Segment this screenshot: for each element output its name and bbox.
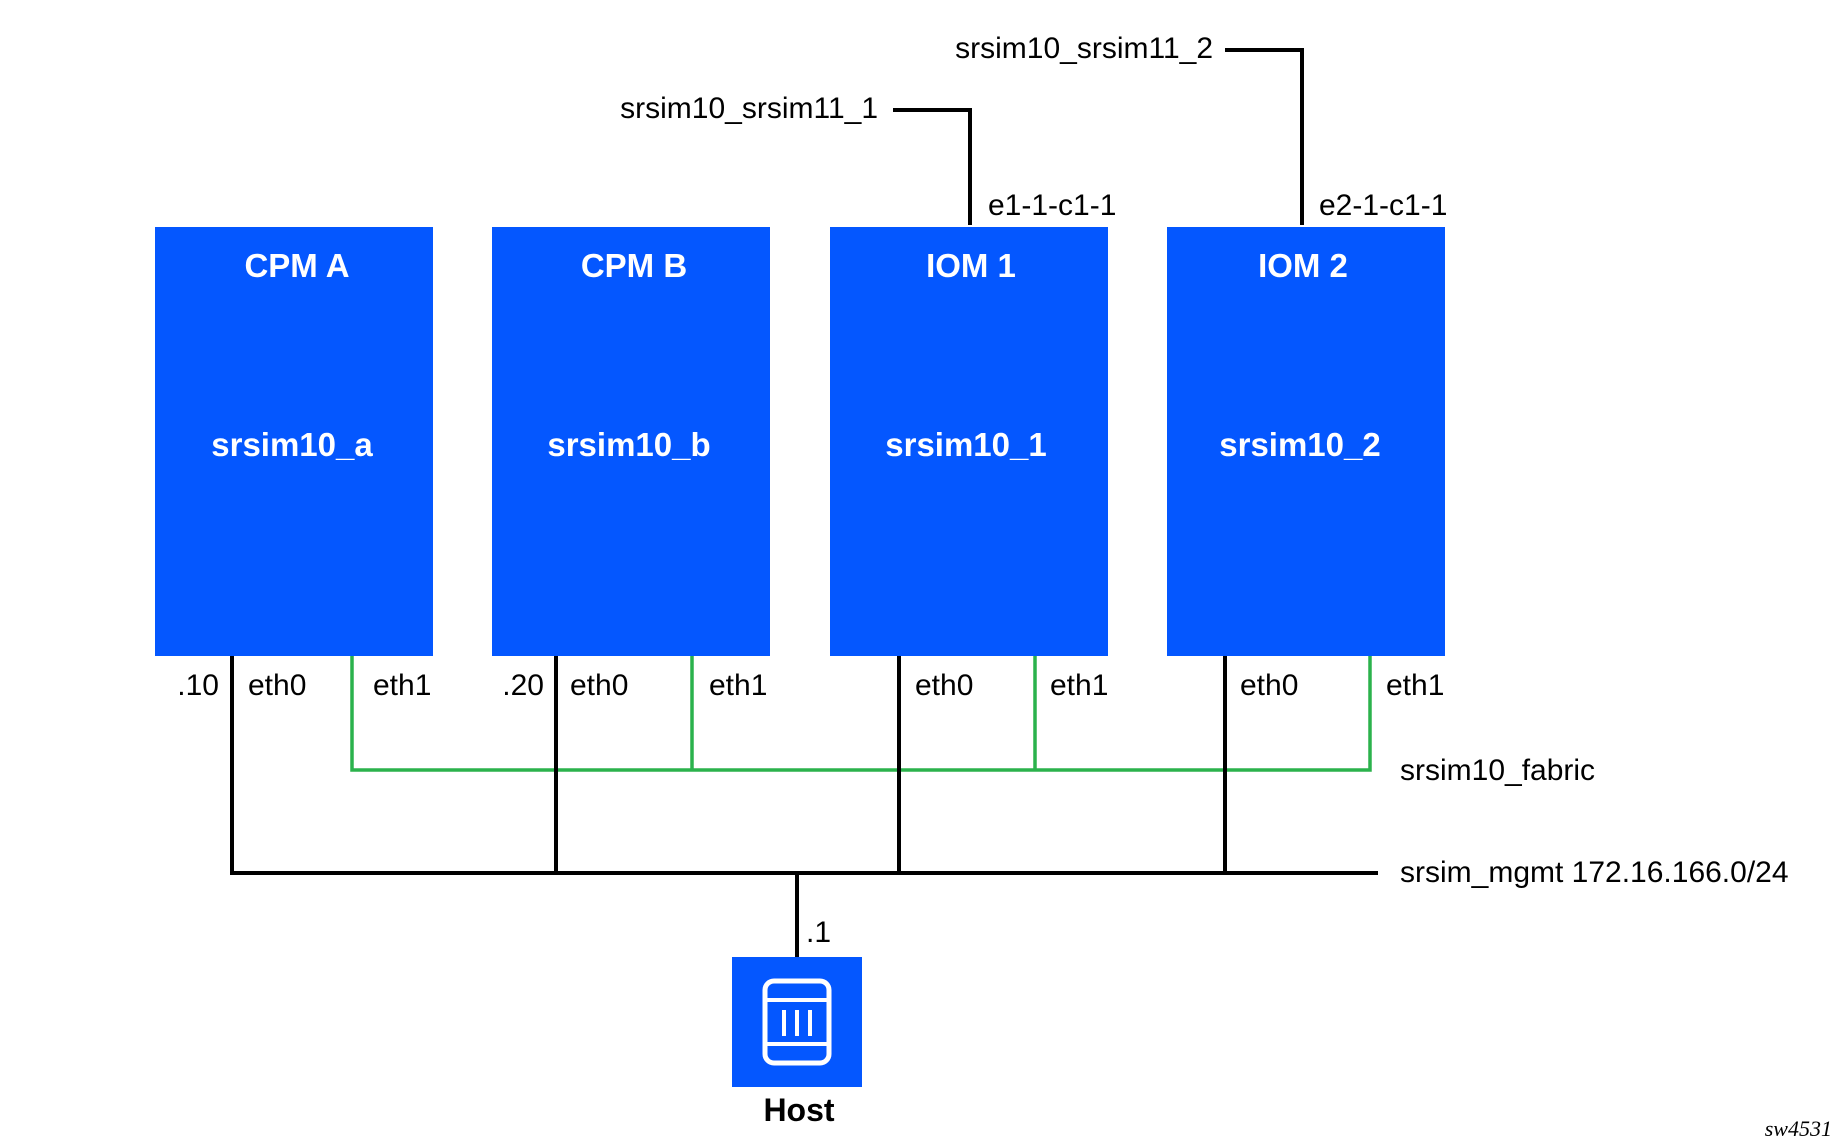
- iom-2-eth0-label: eth0: [1240, 669, 1298, 702]
- cpm-a-title: CPM A: [244, 247, 349, 284]
- iom-2-title: IOM 2: [1258, 247, 1348, 284]
- link-line-srsim10-srsim11-1: [893, 108, 972, 225]
- link-label-2: srsim10_srsim11_2: [955, 32, 1213, 65]
- cpm-b-ip-label: .20: [502, 669, 544, 702]
- host-label: Host: [763, 1092, 834, 1128]
- iom-1-box: [830, 227, 1108, 656]
- node-iom-2: IOM 2 srsim10_2: [1167, 227, 1445, 656]
- host-ip-label: .1: [806, 916, 831, 949]
- cpm-b-eth0-label: eth0: [570, 669, 628, 702]
- cpm-b-name: srsim10_b: [547, 426, 710, 463]
- cpm-a-ip-label: .10: [177, 669, 219, 702]
- iom-2-eth1-label: eth1: [1386, 669, 1444, 702]
- cpm-a-eth0-label: eth0: [248, 669, 306, 702]
- node-host: Host: [732, 957, 862, 1128]
- cpm-a-eth1-label: eth1: [373, 669, 431, 702]
- iom-1-port-label: e1-1-c1-1: [988, 189, 1116, 222]
- node-iom-1: IOM 1 srsim10_1: [830, 227, 1108, 656]
- iom-2-port-label: e2-1-c1-1: [1319, 189, 1447, 222]
- mgmt-network: [230, 656, 1378, 957]
- server-icon: [762, 978, 832, 1066]
- fabric-network-label: srsim10_fabric: [1400, 754, 1595, 787]
- link-label-1: srsim10_srsim11_1: [620, 92, 878, 125]
- iom-1-title: IOM 1: [926, 247, 1016, 284]
- cpm-b-box: [492, 227, 770, 656]
- iom-1-eth1-label: eth1: [1050, 669, 1108, 702]
- iom-2-box: [1167, 227, 1445, 656]
- link-line-srsim10-srsim11-2: [1225, 48, 1304, 225]
- iom-1-eth0-label: eth0: [915, 669, 973, 702]
- figure-ref-label: sw4531: [1765, 1116, 1832, 1141]
- cpm-a-name: srsim10_a: [211, 426, 373, 463]
- iom-2-name: srsim10_2: [1219, 426, 1380, 463]
- cpm-b-title: CPM B: [581, 247, 687, 284]
- node-cpm-b: CPM B srsim10_b: [492, 227, 770, 656]
- iom-1-name: srsim10_1: [885, 426, 1046, 463]
- node-cpm-a: CPM A srsim10_a: [155, 227, 433, 656]
- cpm-a-box: [155, 227, 433, 656]
- fabric-network: [350, 656, 1372, 772]
- mgmt-network-label: srsim_mgmt 172.16.166.0/24: [1400, 856, 1789, 889]
- cpm-b-eth1-label: eth1: [709, 669, 767, 702]
